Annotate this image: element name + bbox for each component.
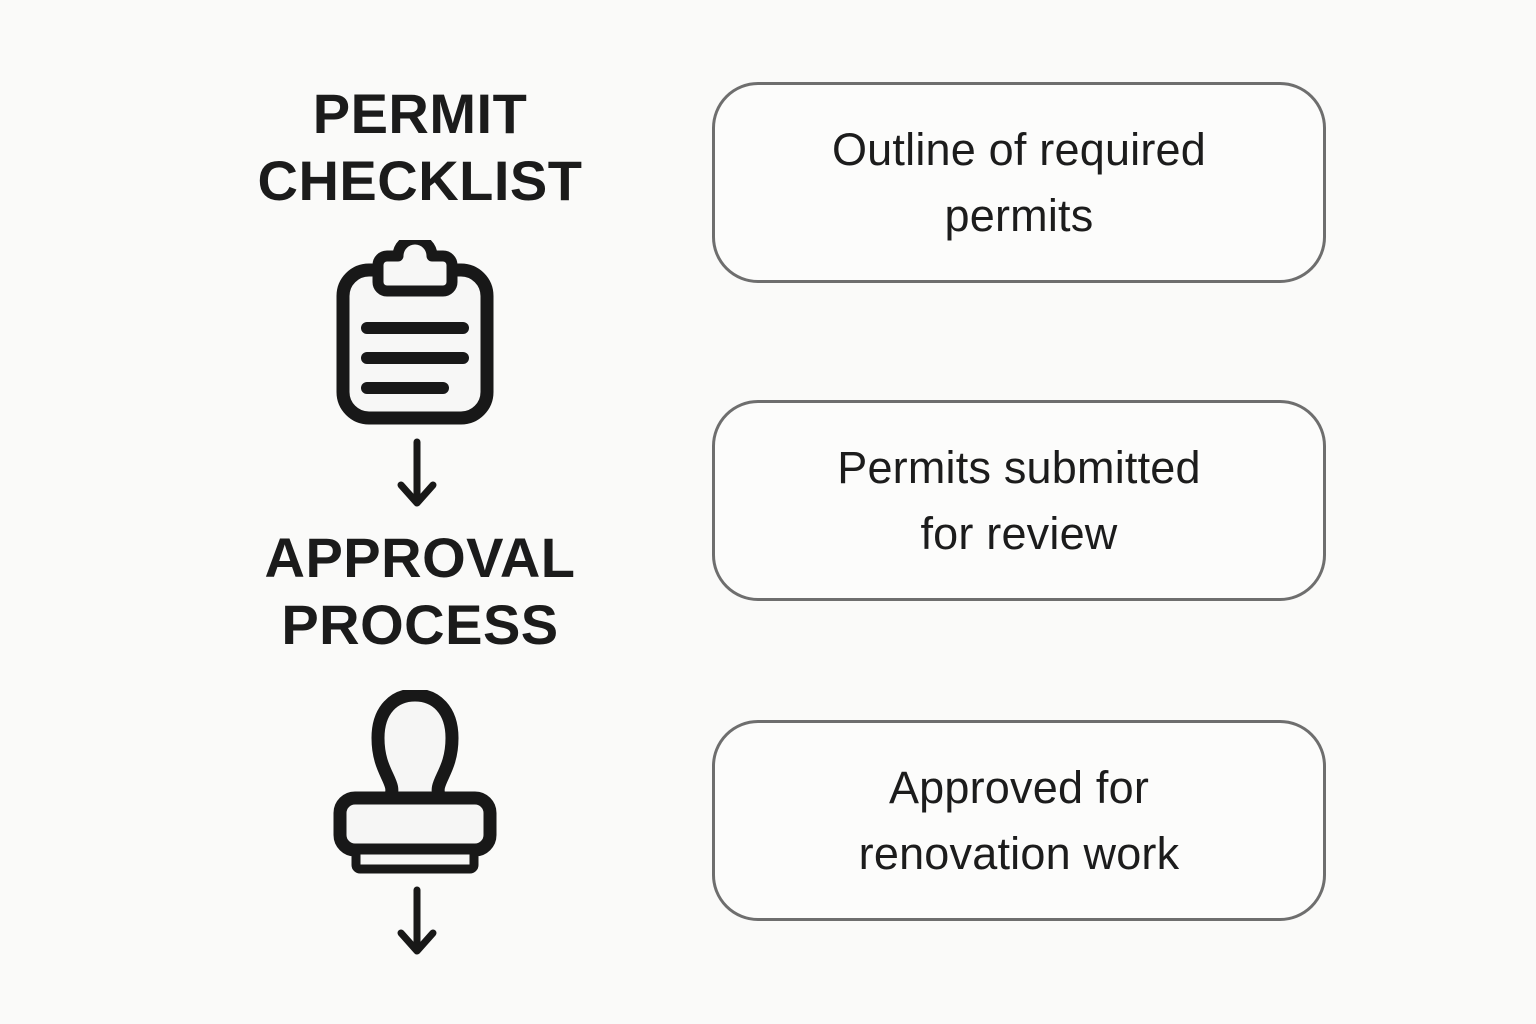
flow-box-outline-permits: Outline of required permits: [712, 82, 1326, 283]
step-heading-approval-process: APPROVAL PROCESS: [264, 526, 576, 657]
flow-box-label: Approved for renovation work: [858, 762, 1180, 879]
flow-box-label: Permits submitted for review: [837, 442, 1201, 559]
down-arrow-icon: [395, 886, 439, 963]
down-arrow-icon: [395, 438, 439, 515]
step-heading-permit-checklist: PERMIT CHECKLIST: [257, 82, 583, 213]
flow-box-label: Outline of required permits: [831, 124, 1207, 241]
rubber-stamp-icon: [332, 688, 498, 880]
flow-box-permits-submitted: Permits submitted for review: [712, 400, 1326, 601]
clipboard-icon: [335, 233, 495, 430]
flow-box-approved: Approved for renovation work: [712, 720, 1326, 921]
